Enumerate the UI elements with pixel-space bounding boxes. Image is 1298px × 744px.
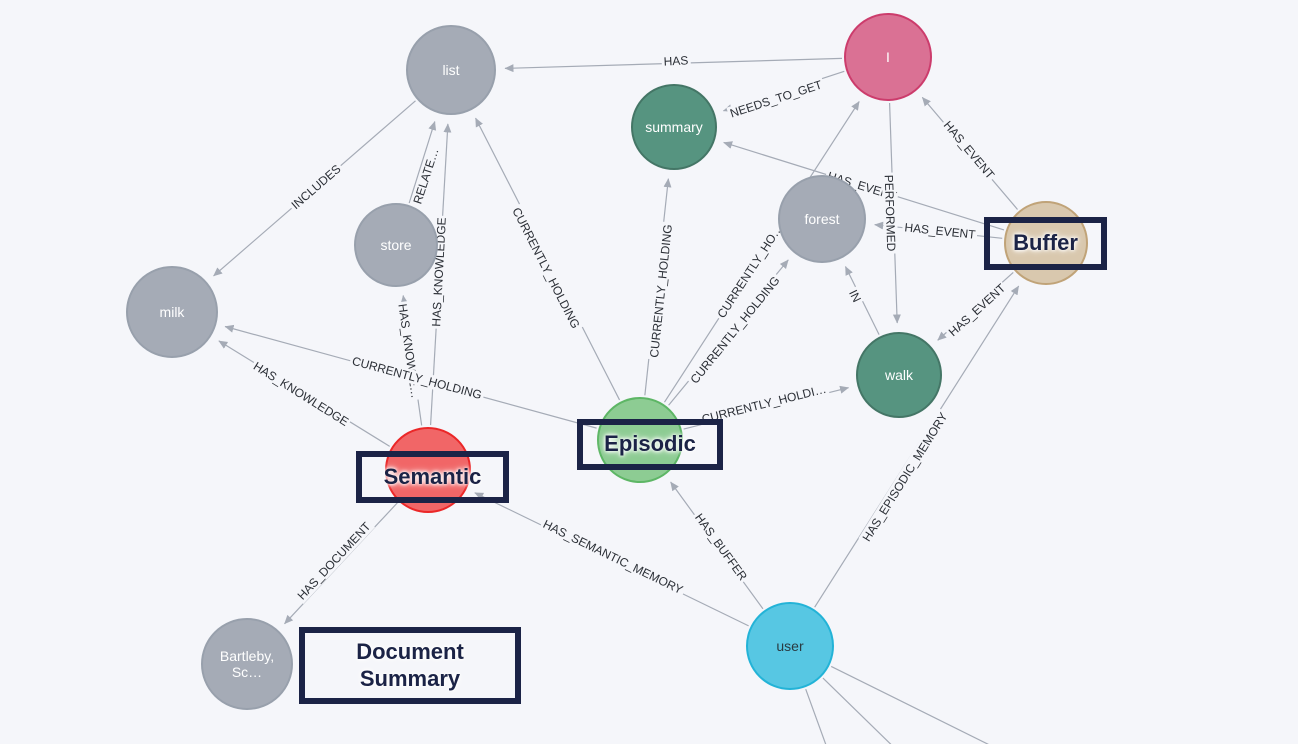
annotation-label-line: Episodic — [604, 431, 696, 457]
graph-node-milk[interactable]: milk — [126, 266, 218, 358]
annotation-label-line: Summary — [359, 665, 461, 691]
annotation-box-episodic: Episodic — [577, 419, 723, 470]
annotation-label-line: Semantic — [383, 463, 482, 489]
edge-line-off1[interactable] — [805, 689, 846, 744]
graph-node-buffer[interactable] — [1004, 201, 1088, 285]
edge-line-off2[interactable] — [822, 677, 948, 744]
graph-node-list[interactable]: list — [406, 25, 496, 115]
annotation-box-buffer: Buffer — [984, 217, 1107, 270]
graph-node-i[interactable]: I — [844, 13, 932, 101]
annotation-label-line: Buffer — [1013, 230, 1078, 256]
annotation-label-line: Document — [356, 638, 464, 664]
edge-line-off3[interactable] — [830, 665, 1040, 744]
annotation-box-semantic: Semantic — [356, 451, 509, 503]
